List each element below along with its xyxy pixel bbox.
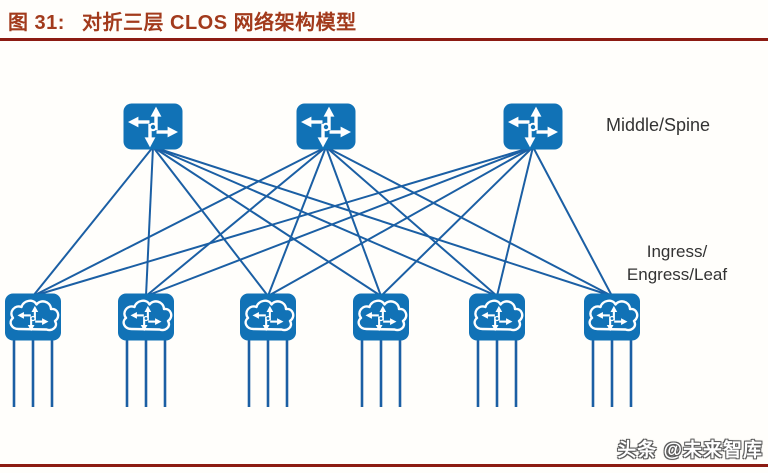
spine-switch-row [124,104,563,150]
spine-3-switch-icon [504,104,563,150]
title-underline-rule [0,38,768,41]
leaf-4-switch-icon [353,294,409,341]
spine-2-switch-icon [297,104,356,150]
spine-1-switch-icon [124,104,183,150]
figure-number: 图 31: [8,12,65,34]
bottom-border-rule [0,464,768,467]
leaf-layer-label-line2: Engress/Leaf [626,265,728,284]
leaf-layer-label-line1: Ingress/ [646,242,708,261]
spine-layer-label: Middle/Spine [606,115,711,135]
leaf-switch-row [5,294,640,341]
spine-leaf-link-mesh [32,146,613,297]
leaf-5-switch-icon [469,294,525,341]
leaf-6-switch-icon [584,294,640,341]
figure-header: 图 31: 对折三层 CLOS 网络架构模型 [8,6,357,35]
leaf-downlink-lines [12,339,633,407]
leaf-3-switch-icon [240,294,296,341]
leaf-1-switch-icon [5,294,61,341]
leaf-layer-label: Ingress/ Engress/Leaf [608,240,746,286]
leaf-2-switch-icon [118,294,174,341]
watermark-text: 头条 @未来智库 [617,440,763,461]
figure-title: 对折三层 CLOS 网络架构模型 [81,12,357,34]
